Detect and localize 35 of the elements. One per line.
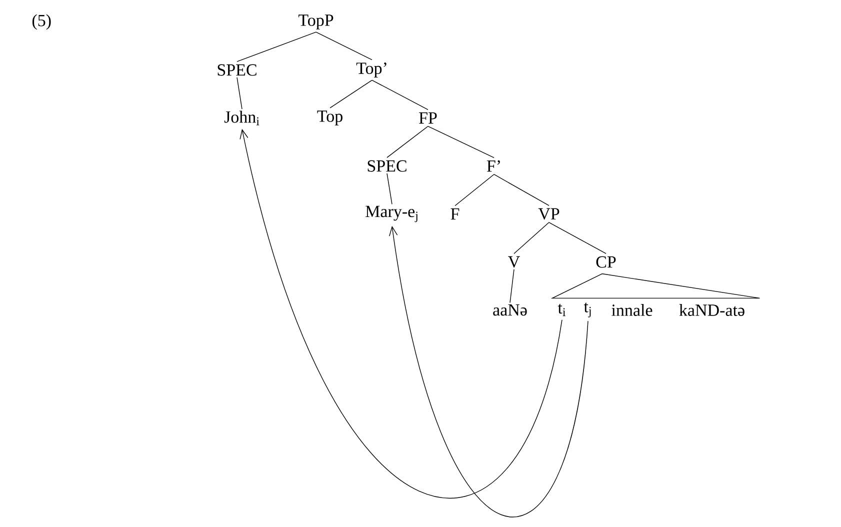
- tree-branch: [386, 126, 428, 158]
- tree-branch: [386, 173, 392, 205]
- tree-label: Top: [317, 110, 342, 126]
- tree-label: TopP: [298, 14, 334, 30]
- tree-branch: [514, 222, 550, 254]
- tree-label: Mary-e$_{j}$: [366, 206, 418, 222]
- tree-label: F: [450, 208, 460, 220]
- tree-label: V: [508, 256, 520, 268]
- tree-label: CP: [596, 256, 616, 268]
- tree-label: John$_{i}$: [224, 110, 260, 126]
- tree-branch: [494, 174, 550, 206]
- tree-label: F’: [486, 160, 500, 172]
- tree-label: aaNə: [493, 304, 527, 316]
- tree-branch: [548, 222, 606, 254]
- tree-label: kaND-atə: [679, 304, 744, 316]
- example-number: (5): [32, 14, 51, 30]
- tree-label: Top’: [356, 62, 386, 78]
- tree-branch: [236, 77, 242, 110]
- tree-branch: [330, 80, 372, 108]
- tree-label: t$_{j}$: [584, 302, 591, 318]
- tree-label: FP: [419, 112, 437, 124]
- triangle-roof: [550, 273, 760, 299]
- tree-label: t$_{i}$: [558, 304, 566, 316]
- movement-arrow: [389, 226, 588, 516]
- tree-label: SPEC: [368, 160, 406, 172]
- tree-branch: [454, 174, 494, 206]
- tree-label: VP: [538, 208, 560, 220]
- movement-arrow: [240, 128, 562, 499]
- tree-label: innale: [612, 304, 652, 316]
- tree-branch: [236, 32, 316, 62]
- tree-branch: [372, 80, 428, 110]
- tree-branch: [316, 32, 372, 60]
- tree-branch: [428, 126, 494, 158]
- tree-label: SPEC: [218, 64, 256, 76]
- tree-branch: [510, 269, 514, 303]
